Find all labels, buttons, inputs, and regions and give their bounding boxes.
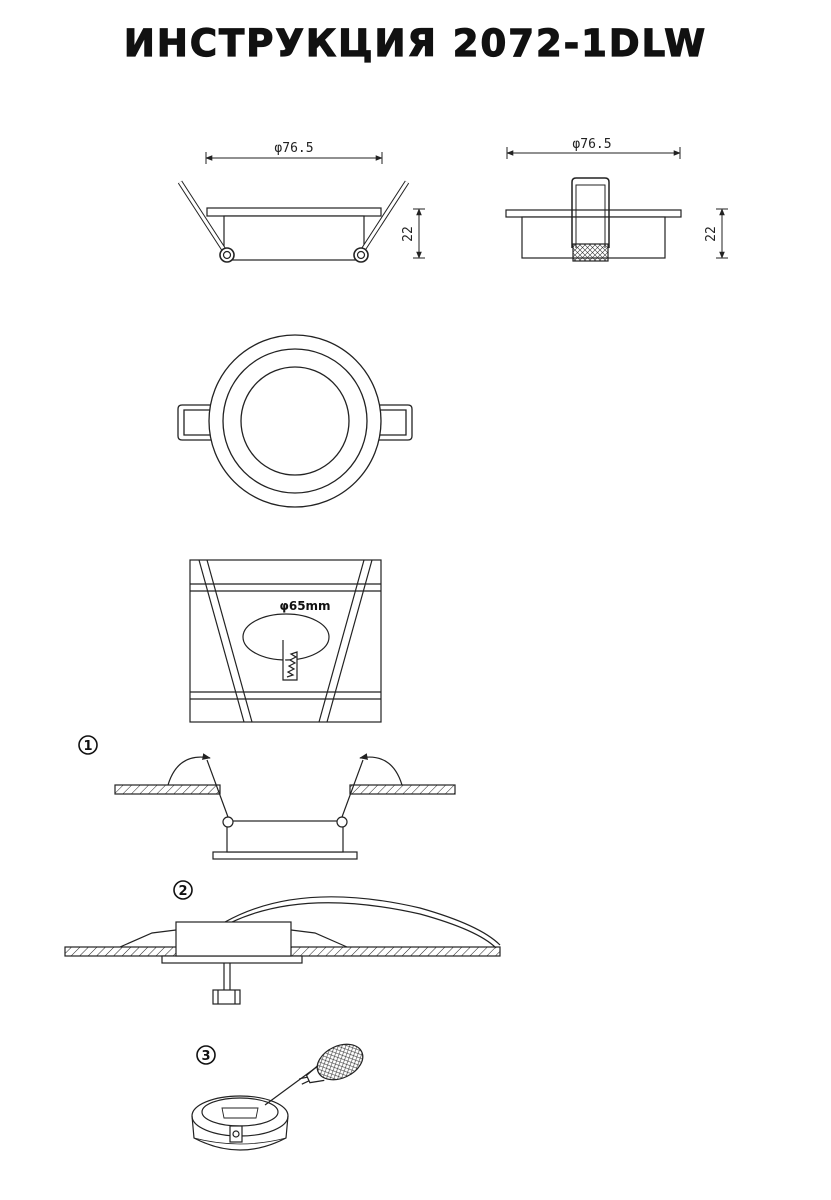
step-1-number: 1 [83, 739, 92, 754]
top-view [177, 334, 413, 508]
diameter-label-right: φ76.5 [572, 137, 611, 152]
step-3-illustration [191, 1043, 364, 1151]
side-view-socket [505, 147, 728, 262]
height-label-left: 22 [401, 226, 416, 242]
step-2-illustration [64, 896, 501, 1005]
diameter-label-left: φ76.5 [274, 141, 313, 156]
step-3-marker [196, 1045, 216, 1065]
side-view-springs [177, 152, 425, 263]
cutout-diameter-label: φ65mm [279, 599, 330, 613]
step-2-marker [173, 880, 193, 900]
step-1-marker [78, 735, 98, 755]
step-3-number: 3 [201, 1049, 210, 1064]
height-label-right: 22 [704, 226, 719, 242]
step-1-illustration [114, 753, 456, 860]
page-title: ИНСТРУКЦИЯ 2072-1DLW [123, 21, 708, 65]
ceiling-cutout-view [189, 559, 382, 723]
step-2-number: 2 [178, 884, 187, 899]
